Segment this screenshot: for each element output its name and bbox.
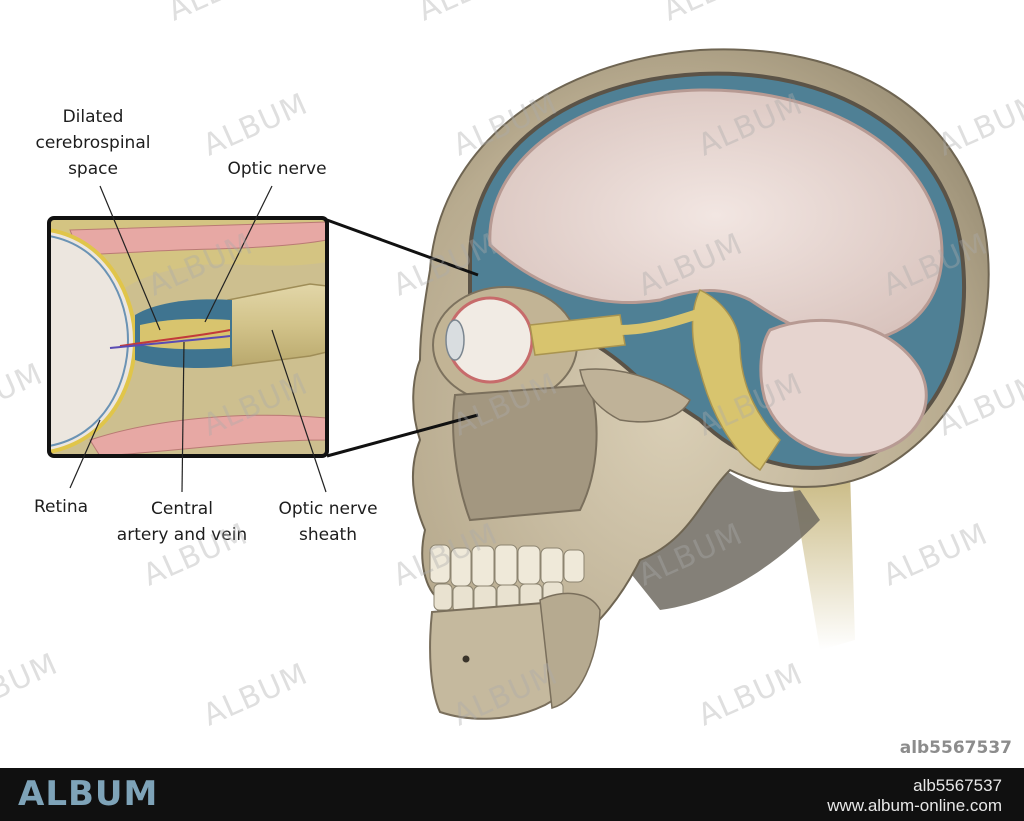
label-dilated-cerebrospinal-space: Dilated cerebrospinal space [35, 107, 151, 179]
leader-optic-nerve [204, 185, 273, 323]
leader-sheath [271, 329, 327, 493]
mental-foramen [462, 655, 470, 663]
label-optic-nerve: Optic nerve [227, 159, 327, 179]
mandible-ramus [539, 592, 601, 709]
illustration-canvas: Dilated cerebrospinal space Optic nerve … [0, 0, 1024, 758]
zoom-inset [49, 218, 327, 456]
head-anatomy-illustration [47, 48, 990, 720]
leader-dilated [99, 185, 161, 331]
leader-retina [69, 419, 101, 489]
footer-url-link[interactable]: www.album-online.com [827, 796, 1002, 815]
inset-artery [119, 329, 231, 347]
inset-retina-line [49, 235, 130, 447]
label-central-artery-and-vein: Central artery and vein [116, 499, 248, 545]
inset-vein [109, 335, 231, 349]
inset-frame [47, 216, 329, 458]
inset-upper-muscle [69, 221, 327, 256]
inset-nerve-core [140, 318, 230, 350]
footer-bar: ALBUM alb5567537 www.album-online.com [0, 768, 1024, 821]
nasal-cavity [452, 383, 598, 522]
image-id: alb5567537 [899, 738, 1012, 758]
label-optic-nerve-sheath: Optic nerve sheath [278, 499, 378, 545]
callout-line-top [326, 218, 479, 277]
inset-lower-muscle [89, 414, 327, 456]
footer-image-id: alb5567537 [913, 776, 1002, 795]
lens [445, 319, 465, 361]
album-logo[interactable]: ALBUM [18, 774, 159, 814]
label-retina: Retina [33, 497, 89, 517]
zygomatic-arch [579, 368, 691, 423]
optic-nerve-shape [529, 314, 626, 356]
leader-central [181, 341, 185, 493]
callout-line-bottom [326, 413, 479, 458]
optic-tract [619, 305, 712, 335]
brainstem [691, 288, 781, 472]
cerebellum [759, 318, 928, 457]
cerebrum [488, 88, 944, 343]
